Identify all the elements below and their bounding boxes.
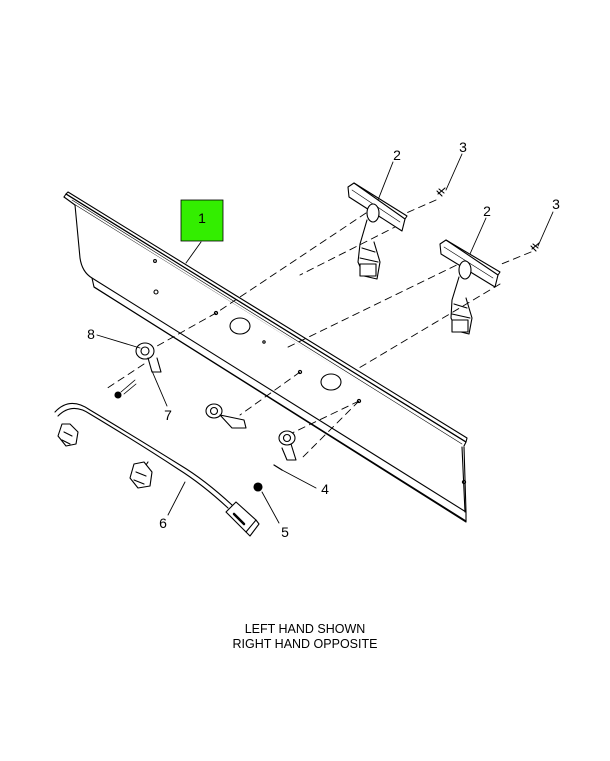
leader-lines (96, 153, 554, 524)
grommet-right (278, 430, 297, 461)
grommet-8 (135, 342, 162, 373)
callout-1: 1 (198, 210, 206, 226)
callout-6: 6 (159, 515, 167, 531)
callout-5: 5 (281, 524, 289, 540)
grommet-middle (205, 403, 247, 429)
callout-3-lower: 3 (552, 196, 560, 212)
callout-4: 4 (321, 481, 329, 497)
screw-upper (436, 187, 446, 197)
assembly-lines (105, 199, 532, 461)
screw-lower (530, 242, 540, 252)
marker-light-lower (439, 239, 501, 335)
callout-2-lower: 2 (483, 203, 491, 219)
nut-5 (253, 482, 263, 492)
callout-7: 7 (164, 407, 172, 423)
callout-3-upper: 3 (459, 139, 467, 155)
panel-part-1 (63, 191, 468, 523)
fastener-4 (273, 464, 283, 471)
fastener-left (114, 379, 137, 399)
callout-8: 8 (87, 326, 95, 342)
wire-harness-6 (54, 402, 260, 537)
caption-line-1: LEFT HAND SHOWN (244, 622, 366, 636)
caption-line-2: RIGHT HAND OPPOSITE (232, 637, 378, 651)
marker-light-upper (347, 182, 408, 280)
callout-1-highlight (180, 199, 224, 242)
callout-2-upper: 2 (393, 147, 401, 163)
